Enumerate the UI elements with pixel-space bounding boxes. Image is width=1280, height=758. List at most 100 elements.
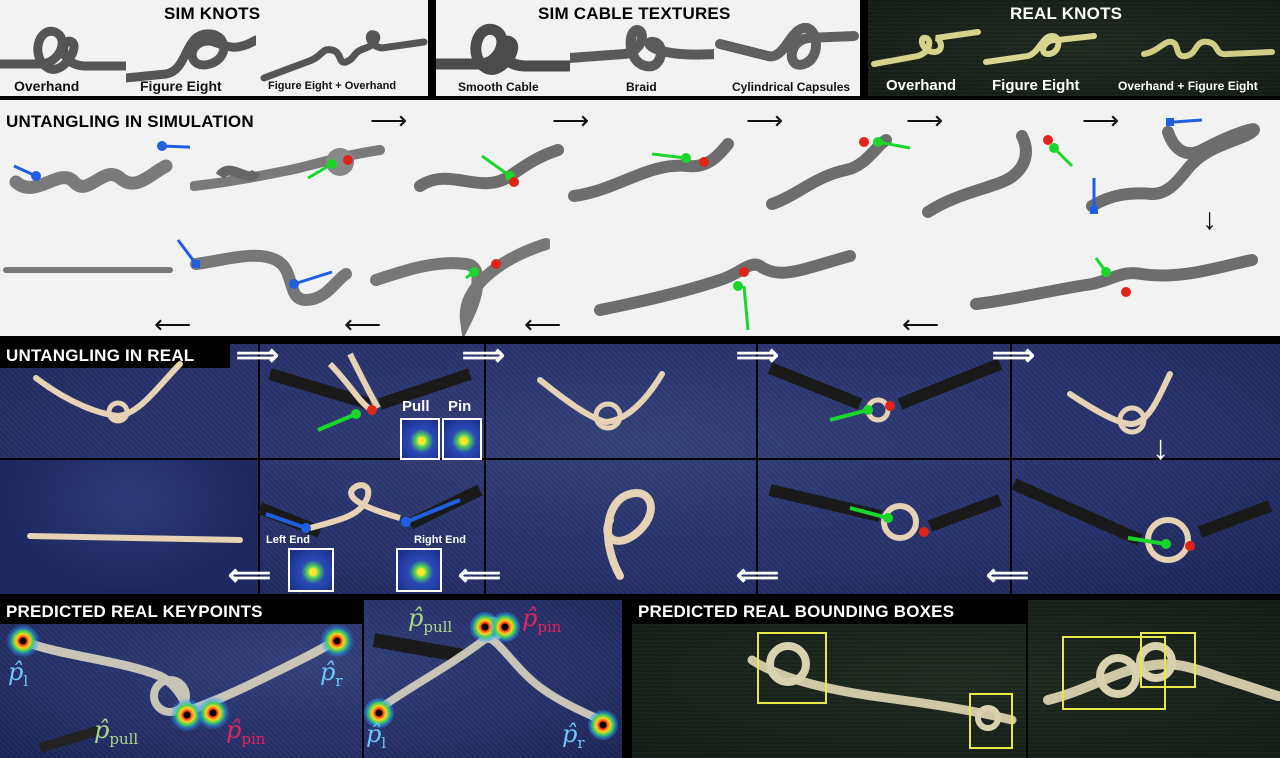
caption-real-overhand: Overhand bbox=[886, 77, 957, 94]
sim-step-bottom-3-image bbox=[370, 238, 550, 336]
caption-real-figure-eight: Figure Eight bbox=[992, 77, 1080, 94]
sim-step-1-image bbox=[9, 141, 190, 194]
sim-step-2-image bbox=[190, 145, 385, 191]
caption-cylindrical-capsules: Cylindrical Capsules bbox=[732, 80, 851, 94]
bbox-frame2-knot1 bbox=[1062, 636, 1166, 710]
keypoint-left-end-heat bbox=[6, 624, 40, 658]
sim-step-3-image bbox=[414, 144, 564, 192]
label-p-pin-frame1: p̂pin bbox=[226, 716, 266, 748]
pin-heatmap-inset bbox=[442, 418, 482, 460]
real-arrow-5: ⟸ bbox=[228, 559, 272, 592]
section-title-pred-keypoints: PREDICTED REAL KEYPOINTS bbox=[6, 602, 263, 621]
untangling-real-panel: UNTANGLING IN REAL ⟹ ⟹ ⟹ ⟹ ↓ Pull Pin bbox=[0, 344, 1280, 594]
pin-label: Pin bbox=[448, 398, 472, 415]
bbox-frame2-knot2 bbox=[1140, 632, 1196, 688]
left-end-heatmap-inset bbox=[288, 548, 334, 592]
sim-arrow-1: ⟶ bbox=[370, 105, 408, 135]
caption-braid: Braid bbox=[626, 80, 657, 94]
label-p-pull-frame2: p̂pull bbox=[408, 604, 453, 636]
keypoint-pin-heat bbox=[196, 696, 230, 730]
caption-sim-figure-eight-overhand: Figure Eight + Overhand bbox=[268, 80, 397, 92]
sim-arrow-7: ⟵ bbox=[344, 309, 382, 336]
right-end-heatmap-inset bbox=[396, 548, 442, 592]
section-title-untangling-sim: UNTANGLING IN SIMULATION bbox=[6, 112, 254, 131]
section-title-keypoints-bg bbox=[0, 600, 362, 624]
sim-arrow-6: ⟵ bbox=[154, 309, 192, 336]
section-title-untangling-real: UNTANGLING IN REAL bbox=[6, 346, 195, 365]
sim-step-4-image bbox=[568, 138, 734, 202]
caption-sim-overhand: Overhand bbox=[14, 78, 80, 94]
predicted-keypoints-panel: PREDICTED REAL KEYPOINTS p̂l p̂r p̂pull … bbox=[0, 600, 622, 758]
sim-figure-eight-knot-image bbox=[126, 29, 256, 83]
sim-arrow-9: ⟵ bbox=[902, 309, 940, 336]
divider bbox=[0, 458, 1280, 460]
real-arrow-4: ⟹ bbox=[992, 344, 1036, 372]
divider bbox=[258, 344, 260, 594]
real-arrow-down: ↓ bbox=[1152, 429, 1169, 467]
label-p-pull-frame1: p̂pull bbox=[94, 716, 139, 748]
label-p-r-frame2: p̂r bbox=[562, 720, 585, 752]
divider bbox=[362, 600, 364, 758]
section-title-pred-bboxes: PREDICTED REAL BOUNDING BOXES bbox=[638, 602, 955, 621]
sim-step-7-image bbox=[1086, 118, 1260, 214]
section-title-bboxes-bg bbox=[632, 600, 1026, 624]
real-arrow-8: ⟸ bbox=[986, 559, 1030, 592]
real-arrow-7: ⟸ bbox=[736, 559, 780, 592]
sim-arrow-3: ⟶ bbox=[746, 105, 784, 135]
bbox-frame1-knot1 bbox=[757, 632, 827, 704]
real-arrow-2: ⟹ bbox=[462, 344, 506, 372]
sim-knots-panel: SIM KNOTS Overhand Figure Eight Figure E… bbox=[0, 0, 428, 96]
caption-sim-figure-eight: Figure Eight bbox=[140, 78, 222, 94]
sim-step-bottom-2-image bbox=[176, 239, 352, 307]
real-knots-panel: REAL KNOTS Overhand Figure Eight Overhan… bbox=[868, 0, 1280, 96]
sim-arrow-5: ⟶ bbox=[1082, 105, 1120, 135]
sim-arrow-down: ↓ bbox=[1202, 203, 1217, 236]
section-title-real-knots: REAL KNOTS bbox=[1010, 4, 1123, 23]
real-untangled-frame bbox=[0, 460, 258, 594]
pull-label: Pull bbox=[402, 398, 430, 415]
real-arrow-6: ⟸ bbox=[458, 559, 502, 592]
untangling-sim-panel: UNTANGLING IN SIMULATION ⟶ ⟶ ⟶ ⟶ ⟶ bbox=[0, 100, 1280, 336]
divider bbox=[1026, 600, 1028, 758]
keypoint-left-end-heat-frame2 bbox=[364, 698, 394, 728]
left-end-label: Left End bbox=[266, 534, 310, 546]
braid-cable-image bbox=[570, 25, 714, 72]
predicted-bboxes-panel: PREDICTED REAL BOUNDING BOXES bbox=[632, 600, 1280, 758]
section-title-untangling-real-bg bbox=[0, 344, 230, 368]
divider bbox=[756, 344, 758, 594]
keypoints-frame-1-rope bbox=[15, 635, 341, 753]
label-p-pin-frame2: p̂pin bbox=[522, 604, 562, 636]
divider bbox=[1010, 344, 1012, 594]
real-arrow-1: ⟹ bbox=[236, 344, 280, 372]
real-overhand-knot-image bbox=[871, 29, 1275, 67]
label-p-r-frame1: p̂r bbox=[320, 658, 343, 690]
sim-textures-panel: SIM CABLE TEXTURES Smooth Cable Braid Cy… bbox=[436, 0, 860, 96]
sim-arrow-8: ⟵ bbox=[524, 309, 562, 336]
smooth-cable-image bbox=[436, 23, 570, 75]
caption-real-overhand-figure-eight: Overhand + Figure Eight bbox=[1118, 79, 1258, 93]
sim-overhand-knot-image bbox=[0, 26, 126, 74]
label-p-l-frame2: p̂l bbox=[366, 720, 387, 752]
bbox-frame1-knot2 bbox=[969, 693, 1013, 749]
cylindrical-capsules-image bbox=[715, 23, 859, 70]
bbox-frame-1-rope bbox=[747, 642, 1017, 731]
keypoint-pin-heat-frame2 bbox=[490, 612, 520, 642]
pull-heatmap-inset bbox=[400, 418, 440, 460]
sim-figure-eight-overhand-image bbox=[260, 30, 428, 82]
keypoint-right-end-heat-frame2 bbox=[588, 710, 618, 740]
sim-arrow-4: ⟶ bbox=[906, 105, 944, 135]
sim-step-5-image bbox=[766, 134, 911, 210]
keypoint-right-end-heat bbox=[320, 624, 354, 658]
sim-step-untangled-image bbox=[3, 267, 173, 273]
divider bbox=[484, 344, 486, 594]
section-title-sim-textures: SIM CABLE TEXTURES bbox=[538, 4, 731, 23]
real-rope-frames-bottom bbox=[27, 478, 1273, 580]
sim-step-bottom-4-image bbox=[594, 250, 856, 331]
sim-step-6-image bbox=[922, 130, 1074, 218]
section-title-sim-knots: SIM KNOTS bbox=[164, 4, 261, 23]
label-p-l-frame1: p̂l bbox=[8, 658, 29, 690]
real-arrow-3: ⟹ bbox=[736, 344, 780, 372]
sim-arrow-2: ⟶ bbox=[552, 105, 590, 135]
sim-step-bottom-5-image bbox=[970, 254, 1258, 310]
right-end-label: Right End bbox=[414, 534, 466, 546]
